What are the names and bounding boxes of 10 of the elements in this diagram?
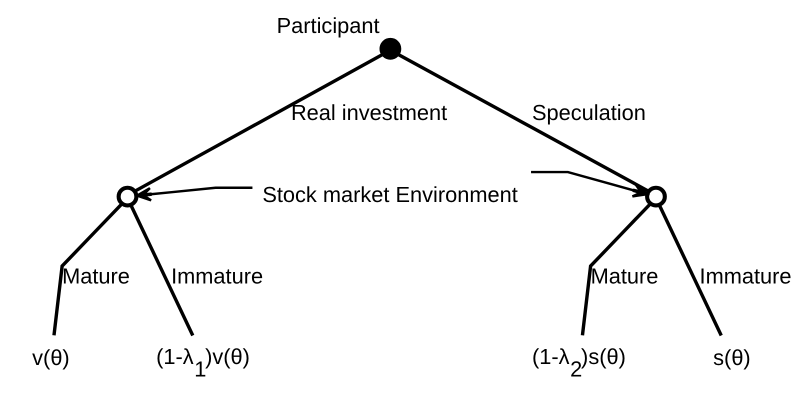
edge-label: Real investment [290, 100, 448, 126]
node-text: v(θ) [32, 345, 70, 370]
node-text: Stock market Environment [262, 182, 518, 207]
edge-label: Mature [590, 263, 658, 288]
edge-label: Mature [62, 263, 130, 288]
node-label: Participant [276, 12, 380, 38]
node-text: s(θ) [713, 345, 751, 370]
edge-label: Immature [700, 263, 792, 288]
edge-label: Immature [171, 263, 264, 288]
edge-label: Speculation [532, 100, 646, 126]
